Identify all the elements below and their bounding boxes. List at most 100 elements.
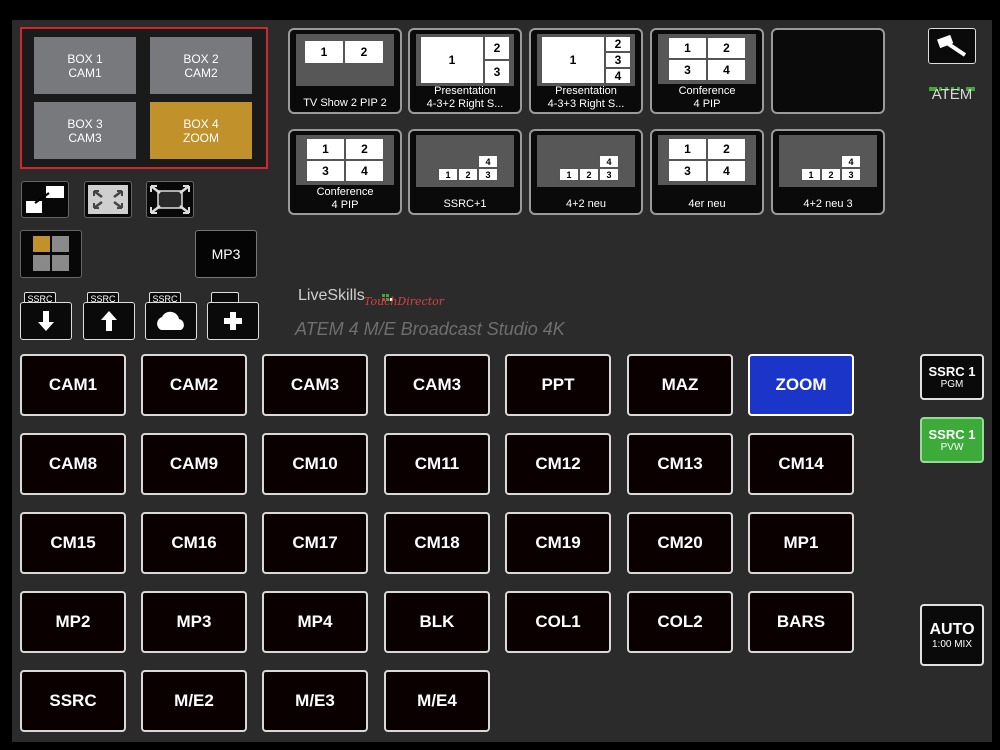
source-label: ZOOM [775,375,827,394]
layout-cell-2: 2 [579,168,599,181]
pgm-ssrc-button[interactable]: SSRC 1 PGM [920,354,984,400]
box-layout-button[interactable] [20,230,82,278]
add-folder-button[interactable] [207,292,259,340]
source-label: CM11 [414,454,460,473]
source-cm13[interactable]: CM13 [627,433,733,495]
source-label: CM19 [535,533,581,552]
upload-icon [101,311,117,331]
source-mp2[interactable]: MP2 [20,591,126,653]
preset-presentation-4-3-2[interactable]: 1 2 3 Presentation 4-3+2 Right S... [408,28,522,114]
source-label: MP3 [176,612,212,631]
pip-resize-button[interactable] [21,181,69,218]
source-cam3[interactable]: CAM3 [262,354,368,416]
source-label: CM17 [292,533,338,552]
preset-label: SSRC+1 [443,198,487,210]
ssrc-tab: SSRC [149,292,181,305]
preset-thumbnail: 4 1 2 3 [537,135,635,187]
preset-label: 4er neu [688,198,726,210]
ssrc-tab: SSRC [24,292,56,305]
source-ppt[interactable]: PPT [505,354,611,416]
preset-4-plus-2-neu[interactable]: 4 1 2 3 4+2 neu [529,129,643,215]
source-cm15[interactable]: CM15 [20,512,126,574]
ssrc-download-button[interactable]: SSRC [20,292,72,340]
source-cm12[interactable]: CM12 [505,433,611,495]
ssrc-box-2[interactable]: BOX 2 CAM2 [150,37,252,94]
fit-screen-icon [88,185,128,214]
source-col2[interactable]: COL2 [627,591,733,653]
source-mp4[interactable]: MP4 [262,591,368,653]
source-cm19[interactable]: CM19 [505,512,611,574]
source-cm14[interactable]: CM14 [748,433,854,495]
preset-label: Presentation 4-3+3 Right S... [547,85,625,110]
preset-thumbnail: 1 2 3 4 [658,34,756,84]
ssrc-box-2-source: CAM2 [184,65,218,80]
source-zoom[interactable]: ZOOM [748,354,854,416]
preset-4er-neu[interactable]: 1 2 3 4 4er neu [650,129,764,215]
source-maz[interactable]: MAZ [627,354,733,416]
source-label: PPT [541,375,575,394]
pgm-source: SSRC 1 [928,363,976,379]
preset-presentation-4-3-3[interactable]: 1 2 3 4 Presentation 4-3+3 Right S... [529,28,643,114]
source-label: BARS [776,612,826,631]
source-me4[interactable]: M/E4 [384,670,490,732]
device-label: ATEM [931,86,973,103]
source-cam1[interactable]: CAM1 [20,354,126,416]
fit-screen-button[interactable] [84,181,132,218]
source-cm17[interactable]: CM17 [262,512,368,574]
layout-cell-1: 1 [668,37,707,59]
ssrc-box-3[interactable]: BOX 3 CAM3 [34,102,136,159]
transition-rate: 1:00 MIX [931,638,973,650]
source-bars[interactable]: BARS [748,591,854,653]
preset-conference-4-pip-2[interactable]: 1 2 3 4 Conference 4 PIP [288,129,402,215]
layout-cell-1: 1 [541,36,605,84]
ssrc-upload-button[interactable]: SSRC [83,292,135,340]
preset-empty-slot[interactable] [771,28,885,114]
pvw-ssrc-button[interactable]: SSRC 1 PVW [920,417,984,463]
source-cam2[interactable]: CAM2 [141,354,247,416]
source-label: M/E2 [174,691,214,710]
layout-cell-3: 3 [484,60,510,84]
ssrc-box-selector: BOX 1 CAM1 BOX 2 CAM2 BOX 3 CAM3 BOX 4 Z… [20,27,268,169]
pvw-label: PVW [940,441,964,453]
layout-cell-1: 1 [438,168,458,181]
source-cm10[interactable]: CM10 [262,433,368,495]
source-me2[interactable]: M/E2 [141,670,247,732]
ssrc-box-1[interactable]: BOX 1 CAM1 [34,37,136,94]
download-icon [38,311,54,331]
ssrc-box-4[interactable]: BOX 4 ZOOM [150,102,252,159]
source-cam3-b[interactable]: CAM3 [384,354,490,416]
preset-ssrc-plus-1[interactable]: 4 1 2 3 SSRC+1 [408,129,522,215]
source-me3[interactable]: M/E3 [262,670,368,732]
layout-cell-4: 4 [478,155,498,168]
source-label: MP2 [55,612,91,631]
source-cm16[interactable]: CM16 [141,512,247,574]
source-ssrc[interactable]: SSRC [20,670,126,732]
source-cm18[interactable]: CM18 [384,512,490,574]
auto-transition-button[interactable]: AUTO 1:00 MIX [920,604,984,666]
source-cm20[interactable]: CM20 [627,512,733,574]
source-cam9[interactable]: CAM9 [141,433,247,495]
preset-tv-show-2-pip-2[interactable]: 1 2 TV Show 2 PIP 2 [288,28,402,114]
preset-label: 4+2 neu 3 [803,198,853,210]
source-mp1[interactable]: MP1 [748,512,854,574]
fullscreen-button[interactable] [146,181,194,218]
mp3-button[interactable]: MP3 [195,230,257,278]
source-blk[interactable]: BLK [384,591,490,653]
source-mp3[interactable]: MP3 [141,591,247,653]
layout-cell-4: 4 [345,160,384,182]
source-label: MAZ [661,375,699,394]
add-folder-icon [224,312,242,330]
connect-button[interactable] [928,28,976,64]
source-label: SSRC [49,691,97,710]
ssrc-cloud-button[interactable]: SSRC [145,292,197,340]
source-col1[interactable]: COL1 [505,591,611,653]
source-label: MP4 [297,612,333,631]
source-cm11[interactable]: CM11 [384,433,490,495]
preset-4-plus-2-neu-3[interactable]: 4 1 2 3 4+2 neu 3 [771,129,885,215]
layout-cell-2: 2 [821,168,841,181]
source-label: MP1 [783,533,819,552]
source-cam8[interactable]: CAM8 [20,433,126,495]
preset-conference-4-pip[interactable]: 1 2 3 4 Conference 4 PIP [650,28,764,114]
source-label: M/E3 [295,691,335,710]
